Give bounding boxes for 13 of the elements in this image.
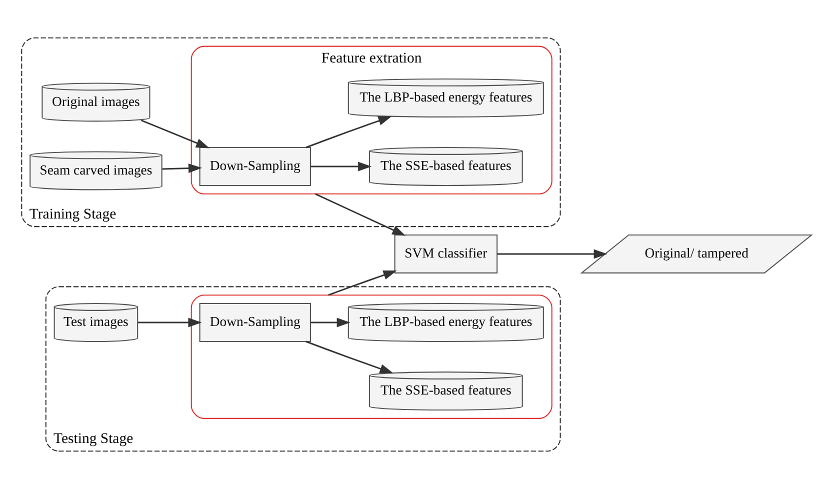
- arrow: [310, 162, 372, 172]
- arrow: [310, 318, 350, 328]
- cluster: [190, 294, 552, 419]
- arrow: [140, 120, 210, 148]
- node-box: SVM classifier: [394, 234, 498, 274]
- arrow: [137, 318, 202, 328]
- node-box: Down-Sampling: [198, 303, 310, 342]
- arrow: [305, 116, 392, 148]
- arrow: [305, 340, 393, 374]
- arrow: [496, 249, 607, 259]
- node-box: Down-Sampling: [198, 147, 310, 186]
- arrow: [314, 193, 406, 236]
- arrow: [162, 164, 202, 173]
